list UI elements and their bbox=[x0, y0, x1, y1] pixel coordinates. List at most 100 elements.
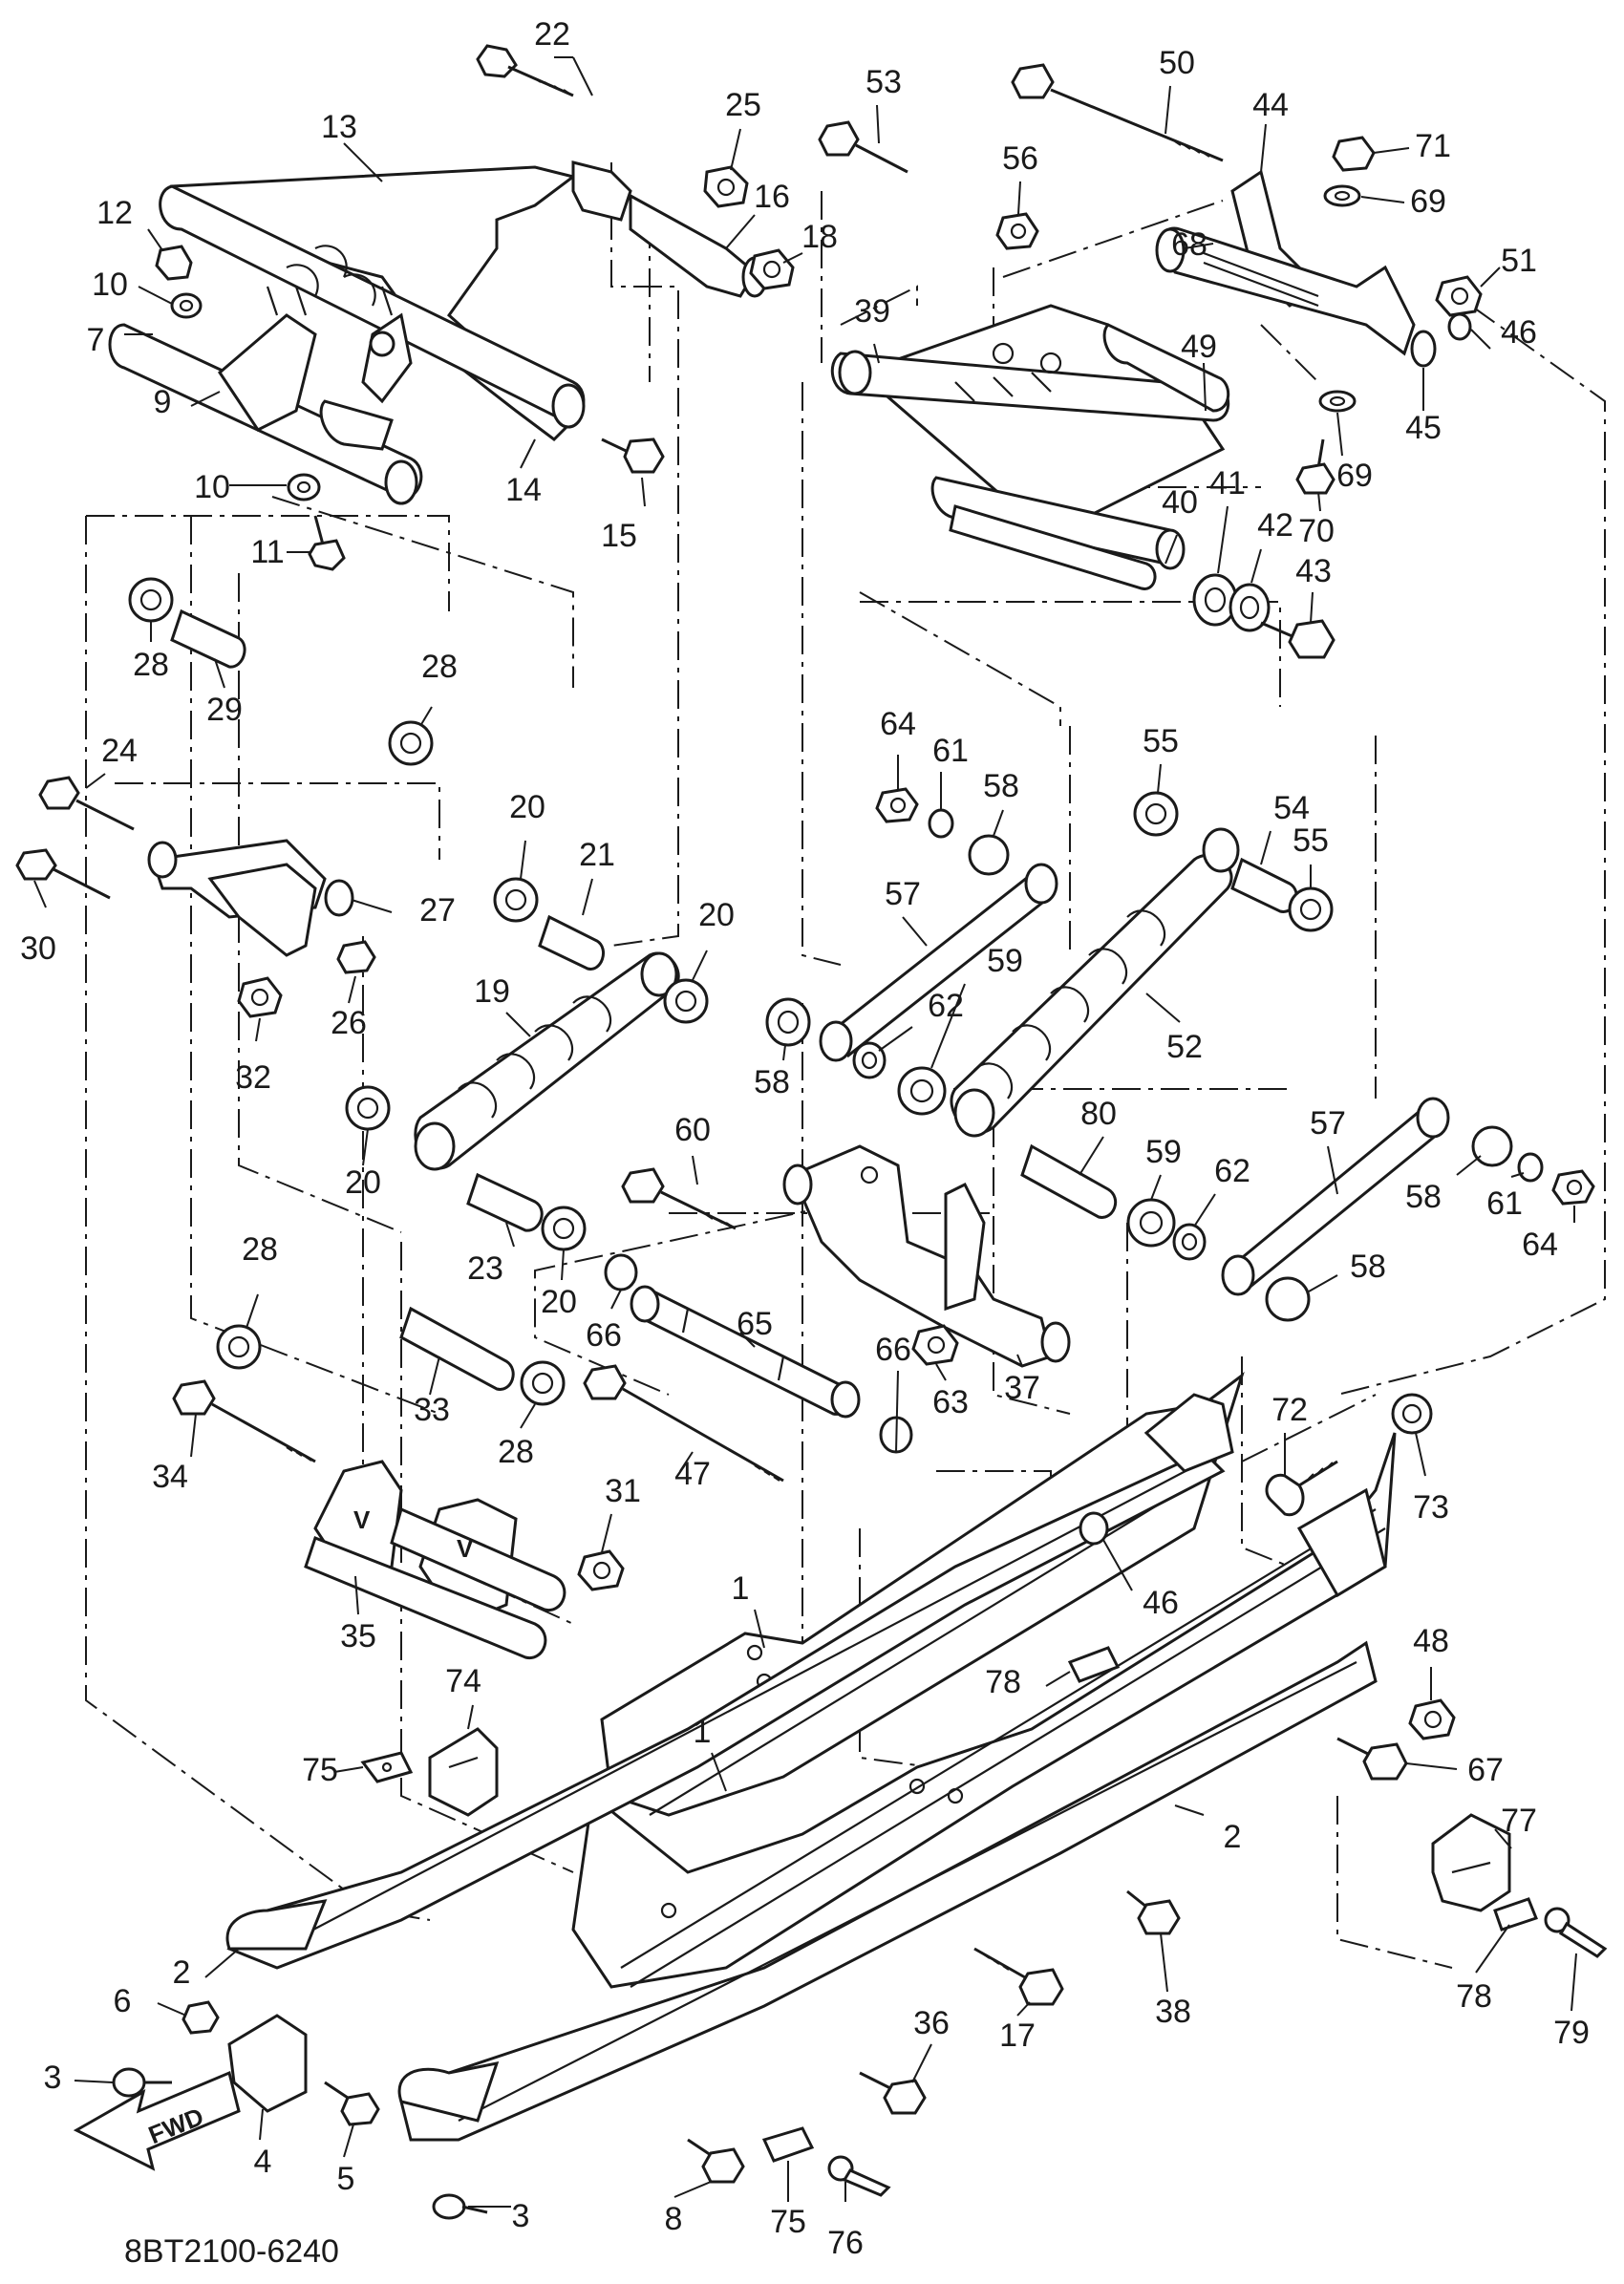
callout-42: 42 bbox=[1257, 507, 1293, 544]
pin-76 bbox=[827, 2155, 891, 2197]
callout-10: 10 bbox=[194, 469, 230, 505]
callout-21: 21 bbox=[579, 837, 615, 873]
callout-16: 16 bbox=[754, 179, 790, 215]
callout-28: 28 bbox=[421, 649, 458, 685]
callout-13: 13 bbox=[321, 109, 357, 145]
callout-58: 58 bbox=[1350, 1249, 1386, 1285]
callout-18: 18 bbox=[801, 219, 838, 255]
bolt-36 bbox=[859, 2071, 927, 2115]
callout-20: 20 bbox=[541, 1284, 577, 1320]
bolt-47 bbox=[583, 1364, 784, 1483]
callout-79: 79 bbox=[1553, 2015, 1590, 2051]
plate-75-a bbox=[360, 1751, 414, 1783]
callout-39: 39 bbox=[854, 293, 890, 330]
bolt-70 bbox=[1295, 438, 1336, 495]
callout-4: 4 bbox=[254, 2144, 272, 2180]
diagram-code: 8BT2100-6240 bbox=[124, 2233, 339, 2270]
axle-assembly-35: V V bbox=[304, 1460, 566, 1659]
bracket-upper-right bbox=[1143, 1393, 1387, 1598]
callout-71: 71 bbox=[1415, 128, 1451, 164]
callout-29: 29 bbox=[206, 692, 243, 728]
callout-20: 20 bbox=[509, 789, 545, 825]
nut-25 bbox=[703, 165, 749, 208]
nut-63 bbox=[911, 1324, 959, 1366]
collar-55-a bbox=[1133, 791, 1179, 837]
callout-28: 28 bbox=[242, 1231, 278, 1268]
callout-45: 45 bbox=[1405, 410, 1442, 446]
nut-12 bbox=[155, 245, 193, 281]
washer-46-b bbox=[1079, 1511, 1109, 1546]
plate-78-b bbox=[1493, 1897, 1538, 1932]
callout-labels: 22 25 13 16 12 18 10 7 9 10 14 15 11 28 … bbox=[20, 16, 1590, 2261]
bolt-8 bbox=[687, 2138, 745, 2184]
nut-32 bbox=[237, 976, 283, 1018]
callout-1: 1 bbox=[732, 1570, 750, 1607]
callout-73: 73 bbox=[1413, 1489, 1449, 1526]
collar-28-b bbox=[388, 720, 434, 766]
callout-35: 35 bbox=[340, 1618, 376, 1654]
washer-61-b bbox=[1517, 1152, 1544, 1183]
callout-67: 67 bbox=[1467, 1752, 1504, 1788]
nut-51 bbox=[1435, 275, 1483, 317]
shaft-65 bbox=[630, 1285, 861, 1419]
callout-41: 41 bbox=[1209, 465, 1246, 502]
sleeve-21 bbox=[538, 914, 605, 971]
nut-64-b bbox=[1551, 1169, 1595, 1206]
callout-78: 78 bbox=[985, 1664, 1021, 1700]
collar-55-b bbox=[1288, 886, 1334, 932]
bolt-43 bbox=[1260, 619, 1336, 659]
callout-22: 22 bbox=[534, 16, 570, 53]
callout-30: 30 bbox=[20, 930, 56, 967]
callout-27: 27 bbox=[419, 892, 456, 929]
callout-52: 52 bbox=[1166, 1029, 1203, 1065]
bolt-11 bbox=[308, 515, 346, 571]
callout-58: 58 bbox=[754, 1064, 790, 1100]
callout-7: 7 bbox=[87, 322, 105, 358]
nut-56 bbox=[995, 212, 1039, 250]
sleeve-23 bbox=[466, 1172, 544, 1232]
collar-28-a bbox=[128, 577, 174, 623]
callout-55: 55 bbox=[1293, 822, 1329, 859]
callout-11: 11 bbox=[250, 534, 284, 570]
callout-34: 34 bbox=[152, 1459, 188, 1495]
callout-19: 19 bbox=[474, 973, 510, 1010]
nut-64-a bbox=[875, 787, 919, 823]
bolt-67 bbox=[1336, 1737, 1408, 1781]
nut-71 bbox=[1332, 136, 1376, 172]
washer-66-a bbox=[604, 1253, 638, 1291]
callout-63: 63 bbox=[932, 1384, 969, 1420]
collar-58-a bbox=[765, 997, 811, 1047]
callout-70: 70 bbox=[1298, 513, 1335, 549]
bolt-17 bbox=[973, 1947, 1064, 2006]
collar-20-a bbox=[493, 877, 539, 923]
wear-pad-4 bbox=[227, 2014, 308, 2113]
callout-62: 62 bbox=[928, 988, 964, 1024]
washer-62-a bbox=[852, 1041, 887, 1079]
callout-64: 64 bbox=[1522, 1227, 1558, 1263]
ski-right-2 bbox=[397, 1640, 1378, 2142]
washer-62-b bbox=[1172, 1223, 1207, 1261]
callout-61: 61 bbox=[1486, 1185, 1523, 1222]
front-shock-19 bbox=[414, 951, 680, 1171]
callout-69: 69 bbox=[1410, 183, 1446, 220]
callout-28: 28 bbox=[133, 647, 169, 683]
callout-62: 62 bbox=[1214, 1153, 1250, 1189]
callout-80: 80 bbox=[1080, 1096, 1117, 1132]
bolt-38 bbox=[1126, 1889, 1181, 1935]
callout-54: 54 bbox=[1273, 790, 1310, 826]
collar-28-d bbox=[520, 1360, 566, 1406]
sleeve-33 bbox=[399, 1306, 515, 1391]
collar-28-c bbox=[216, 1324, 262, 1370]
washer-10-bottom bbox=[287, 473, 321, 502]
callout-75: 75 bbox=[302, 1752, 338, 1788]
callout-23: 23 bbox=[467, 1250, 503, 1287]
callout-20: 20 bbox=[345, 1164, 381, 1201]
callout-36: 36 bbox=[913, 2005, 950, 2041]
callout-49: 49 bbox=[1181, 329, 1217, 365]
callout-60: 60 bbox=[674, 1112, 711, 1148]
plate-74 bbox=[428, 1727, 499, 1817]
callout-66: 66 bbox=[875, 1332, 911, 1368]
wear-pad-77 bbox=[1431, 1813, 1511, 1912]
callout-59: 59 bbox=[987, 943, 1023, 979]
